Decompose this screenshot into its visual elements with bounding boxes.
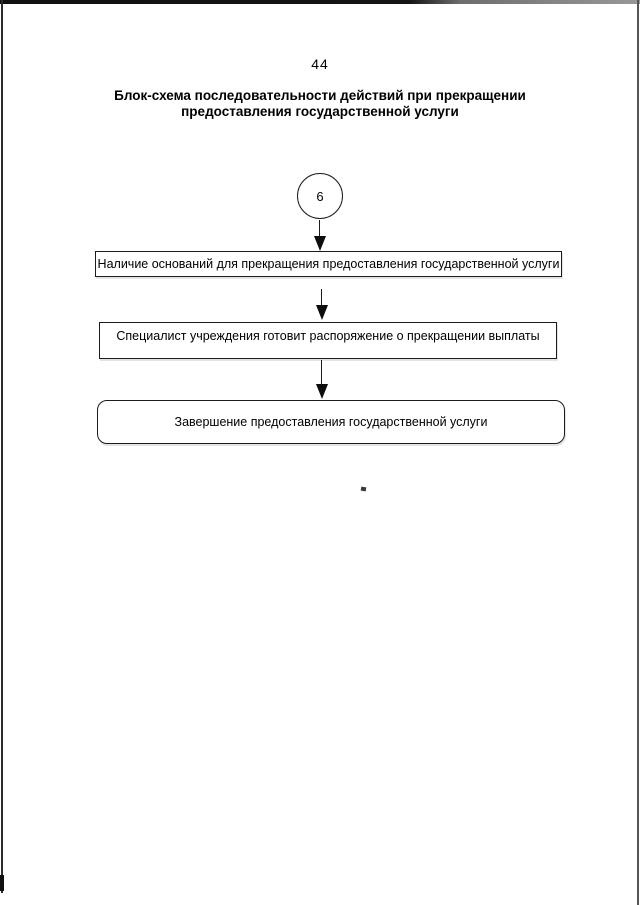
flow-connector-label: 6	[316, 188, 324, 204]
flow-step-service-completion: Завершение предоставления государственно…	[97, 400, 565, 444]
page-title-line-1: Блок-схема последовательности действий п…	[114, 88, 526, 103]
arrow-down-3-head	[316, 384, 328, 399]
flow-step-label: Наличие оснований для прекращения предос…	[97, 256, 560, 271]
flow-step-grounds-for-termination: Наличие оснований для прекращения предос…	[95, 251, 562, 277]
flow-step-label: Завершение предоставления государственно…	[174, 414, 488, 429]
arrow-down-2-head	[316, 305, 328, 320]
flow-connector-circle: 6	[297, 173, 343, 219]
flow-step-label: Специалист учреждения готовит распоряжен…	[116, 328, 540, 343]
arrow-down-1-head	[314, 236, 326, 251]
flow-step-specialist-prepares-order: Специалист учреждения готовит распоряжен…	[99, 322, 557, 359]
page-title-line-2: предоставления государственной услуги	[181, 104, 459, 119]
scan-artifact-right-edge-line	[637, 0, 639, 905]
scan-artifact-top-bar	[0, 0, 640, 4]
page-number: 44	[311, 56, 329, 72]
scan-artifact-left-edge-line	[1, 0, 3, 893]
scan-artifact-left-blob	[0, 875, 4, 891]
arrow-down-2-stem	[321, 289, 323, 307]
arrow-down-1-stem	[319, 220, 321, 238]
arrow-down-3-stem	[321, 360, 323, 386]
scan-artifact-speck	[360, 486, 367, 492]
page-title: Блок-схема последовательности действий п…	[70, 88, 570, 120]
